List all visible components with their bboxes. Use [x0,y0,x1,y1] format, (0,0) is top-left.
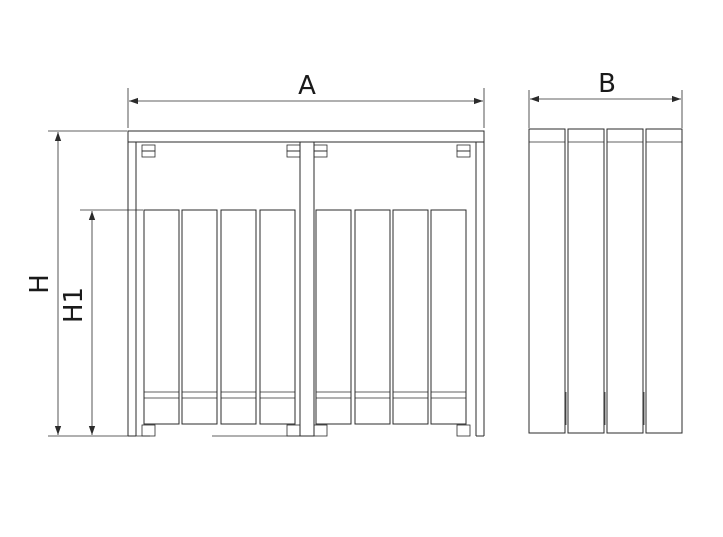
front-panel-3 [220,209,257,425]
side-panel-4 [645,128,683,434]
foot-center-left [286,424,301,437]
side-panel-3 [606,128,644,434]
dim-b-label: B [598,69,616,99]
front-dimensions: A H H1 [25,71,485,437]
foot-right [456,424,471,437]
front-panel-1 [143,209,180,425]
bracket-top-left [141,144,156,158]
dim-h-label: H [25,274,55,294]
side-view [528,128,683,434]
bracket-top-right [456,144,471,158]
front-panel-2 [181,209,218,425]
front-panel-5 [315,209,352,425]
front-panel-7 [392,209,429,425]
side-joint-details [565,392,645,425]
side-dimensions: B [528,69,683,128]
dim-h1-label: H1 [59,287,89,323]
bracket-top-center-left [286,144,301,158]
front-panel-6 [354,209,391,425]
panel-joint-details [144,391,466,399]
side-panel-1 [528,128,566,434]
dim-a-label: A [298,71,316,101]
front-panel-8 [430,209,467,425]
center-post [299,141,315,437]
front-panel-4 [259,209,296,425]
side-panel-2 [567,128,605,434]
foot-left [141,424,156,437]
foot-center-right [313,424,328,437]
front-view [127,130,485,437]
bracket-top-center-right [313,144,328,158]
front-top-rail [127,130,485,143]
